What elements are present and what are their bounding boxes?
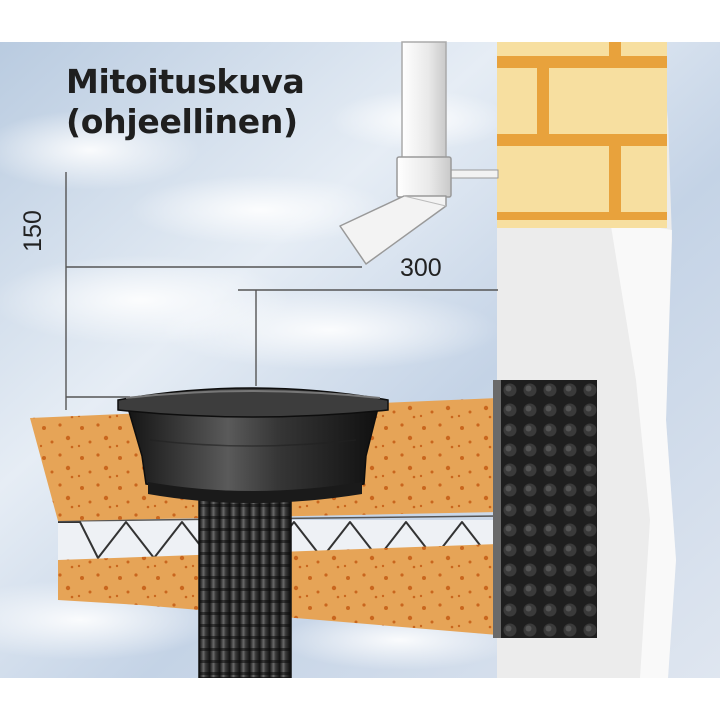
brick (497, 68, 537, 134)
title-line-1: Mitoituskuva (66, 62, 305, 101)
downpipe (339, 41, 452, 265)
brick (497, 42, 609, 56)
title-line-2: (ohjeellinen) (66, 102, 298, 141)
brick (621, 146, 667, 212)
membrane-edge (493, 380, 501, 638)
brick-wall (497, 42, 667, 228)
cloud (0, 110, 200, 190)
bottom-band (0, 678, 720, 720)
foundation-shade (610, 220, 676, 678)
brick (621, 42, 667, 56)
pipe-bracket (445, 169, 499, 179)
cloud (130, 175, 390, 245)
dimension-label-horizontal: 300 (400, 254, 442, 282)
dimpled-membrane (497, 380, 597, 638)
brick (497, 220, 667, 228)
brick (549, 68, 667, 134)
dimension-lines (65, 172, 498, 410)
rainwater-well (117, 387, 389, 503)
drain-pipe (198, 499, 292, 679)
diagram-title: Mitoituskuva (ohjeellinen) (66, 62, 305, 142)
dimension-label-vertical: 150 (19, 210, 47, 252)
cloud (160, 290, 500, 370)
brick (497, 146, 609, 212)
